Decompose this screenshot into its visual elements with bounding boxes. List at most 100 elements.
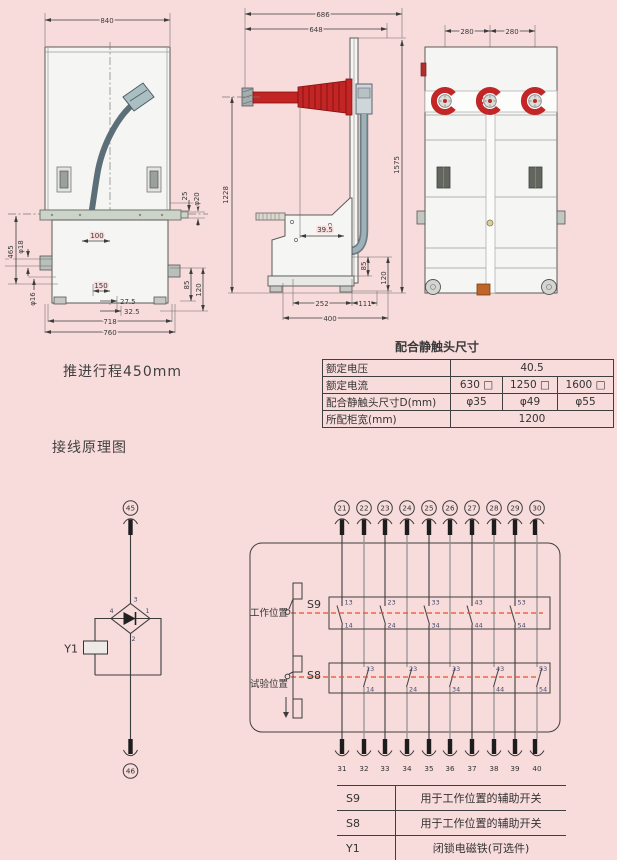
terminal-bottom: 33	[377, 739, 393, 773]
wiring-schematic: 45 3 1 4 2 Y1 46 21 22 23 24 25 26 27 28…	[63, 500, 561, 779]
table-row: 配合静触头尺寸D(mm) φ35 φ49 φ55	[322, 393, 615, 411]
terminal-top: 25	[421, 500, 437, 535]
contact-dia: φ49	[502, 393, 558, 411]
row-label: 所配柜宽(mm)	[322, 410, 451, 428]
terminal-bottom: 32	[356, 739, 372, 773]
svg-text:25: 25	[424, 504, 433, 513]
svg-text:38: 38	[489, 764, 499, 773]
svg-text:14: 14	[366, 686, 374, 694]
legend-row: Y1 闭锁电磁铁(可选件)	[337, 835, 566, 860]
dim-label: 840	[100, 17, 113, 25]
svg-text:40: 40	[532, 764, 542, 773]
svg-text:30: 30	[532, 504, 542, 513]
legend-table: S9 用于工作位置的辅助开关 S8 用于工作位置的辅助开关 Y1 闭锁电磁铁(可…	[337, 785, 566, 860]
dim-label: 686	[316, 11, 330, 19]
bushing-ring-2	[475, 87, 501, 115]
terminal-top: 26	[442, 500, 458, 535]
svg-text:44: 44	[475, 622, 483, 630]
current-option: 1250 □	[502, 376, 558, 394]
dim-label: 120	[380, 271, 388, 284]
table-row: 额定电流 630 □ 1250 □ 1600 □	[322, 376, 615, 394]
dim-label: 25	[181, 192, 189, 201]
terminal-bottom: 37	[464, 739, 480, 773]
dim-label: 400	[323, 315, 336, 323]
row-label: 配合静触头尺寸D(mm)	[322, 393, 451, 411]
terminal-top: 29	[507, 500, 523, 535]
legend-block: S9 用于工作位置的辅助开关 S8 用于工作位置的辅助开关 Y1 闭锁电磁铁(可…	[337, 785, 566, 860]
wires	[336, 535, 543, 739]
dim-label: φ18	[17, 240, 25, 254]
dim-label: 1575	[393, 156, 401, 174]
table-row: 所配柜宽(mm) 1200	[322, 410, 615, 428]
dim-label: 280	[505, 28, 518, 36]
dim-label: 27.5	[120, 298, 136, 306]
work-position-label: 工作位置	[250, 607, 288, 619]
svg-text:23: 23	[380, 504, 389, 513]
down-arrow-icon	[283, 712, 289, 718]
top-terminals: 21 22 23 24 25 26 27 28 29 30	[334, 500, 545, 535]
svg-text:31: 31	[337, 764, 346, 773]
contact-table-title: 配合静触头尺寸	[394, 340, 479, 354]
terminal-bottom: 35	[421, 739, 437, 773]
terminal-bottom: 39	[507, 739, 523, 773]
terminal-bottom: 31	[334, 739, 350, 773]
dim-label: 280	[460, 28, 473, 36]
dim-label: 648	[309, 26, 322, 34]
row-label: 额定电压	[322, 359, 451, 377]
rear-view-drawing: 280 280	[416, 25, 566, 296]
position-linkage	[283, 582, 303, 719]
dim-label: 718	[103, 318, 116, 326]
terminal-top: 30	[529, 500, 545, 535]
svg-text:28: 28	[489, 504, 499, 513]
legend-desc: 用于工作位置的辅助开关	[395, 785, 566, 811]
svg-text:43: 43	[475, 599, 483, 607]
bottom-terminals: 31 32 33 34 35 36 37 38 39 40	[334, 739, 545, 773]
contact-table-block: 配合静触头尺寸 额定电压 40.5 额定电流 630 □ 1250 □ 1600…	[322, 338, 615, 428]
legend-code: S9	[337, 785, 396, 811]
svg-text:13: 13	[366, 665, 374, 673]
terminal-top: 22	[356, 500, 372, 535]
terminal-45	[122, 500, 139, 516]
dimension-drawings: 840 25 φ	[5, 8, 566, 339]
svg-text:53: 53	[518, 599, 526, 607]
row-label: 额定电流	[322, 376, 451, 394]
y1-coil	[83, 640, 108, 655]
terminal-bottom: 36	[442, 739, 458, 773]
dim-label: 39.5	[317, 226, 333, 234]
dim-label: 760	[103, 329, 116, 337]
s9-label: S9	[307, 598, 321, 611]
svg-text:54: 54	[518, 622, 526, 630]
legend-code: S8	[337, 810, 396, 836]
contact-table: 额定电压 40.5 额定电流 630 □ 1250 □ 1600 □ 配合静触头…	[322, 359, 615, 428]
svg-text:33: 33	[380, 764, 389, 773]
terminal-bottom: 38	[486, 739, 502, 773]
dim-label: 100	[90, 232, 103, 240]
svg-text:23: 23	[388, 599, 396, 607]
terminal-top: 28	[486, 500, 502, 535]
dim-label: φ16	[29, 292, 37, 306]
svg-text:24: 24	[402, 504, 412, 513]
terminal-number: 46	[126, 767, 136, 776]
svg-text:43: 43	[496, 665, 504, 673]
y1-circuit: 45 3 1 4 2 Y1 46	[63, 500, 162, 779]
terminal-bottom: 34	[399, 739, 415, 773]
svg-text:37: 37	[467, 764, 476, 773]
terminal-top: 24	[399, 500, 415, 535]
mounting-rail	[39, 209, 182, 221]
cabinet-width-value: 1200	[449, 410, 615, 428]
diode-icon	[123, 612, 136, 625]
svg-text:54: 54	[539, 686, 547, 694]
current-option: 630 □	[450, 376, 503, 394]
legend-desc: 闭锁电磁铁(可选件)	[395, 835, 566, 860]
legend-row: S8 用于工作位置的辅助开关	[337, 810, 566, 836]
dim-label: φ20	[193, 192, 201, 206]
dim-label: 252	[315, 300, 328, 308]
bridge-pin: 4	[110, 607, 114, 615]
switch-enclosure-box	[249, 542, 561, 733]
front-view-drawing: 840 25 φ	[5, 13, 208, 339]
dim-label: 120	[195, 283, 203, 296]
bushing-ring-3	[520, 87, 546, 115]
